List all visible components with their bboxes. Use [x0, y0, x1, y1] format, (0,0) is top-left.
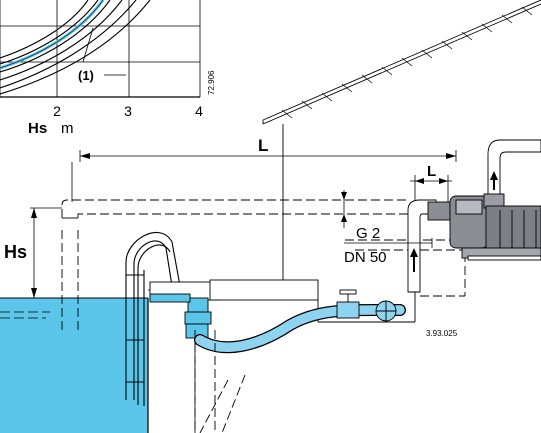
x-tick-3: 3: [124, 103, 132, 119]
chart-curves: [0, 0, 151, 95]
dimension-L-small: [410, 175, 452, 202]
skimmer: [149, 279, 319, 339]
return-pipe: [487, 139, 541, 197]
suction-head-chart: (1) 72.906 2 3 4 Hs m: [0, 0, 216, 137]
drawing-code: 3.93.025: [426, 329, 458, 338]
x-tick-2: 2: [53, 103, 61, 119]
x-tick-4: 4: [195, 103, 203, 119]
flow-arrow: [410, 248, 418, 272]
curve-leader-line: [82, 27, 94, 63]
x-axis-variable: Hs: [28, 120, 47, 137]
dimension-L: [71, 150, 457, 202]
dimension-Hs: [30, 207, 62, 298]
valve: [336, 289, 397, 322]
chart-grid: [0, 0, 201, 98]
label-L-small: L: [427, 163, 436, 180]
suction-hose: [195, 305, 405, 352]
pool-water: [0, 298, 148, 433]
highlighted-curve-outline: [0, 0, 104, 69]
return-flow-arrow: [490, 171, 498, 190]
curve-label: (1): [78, 68, 94, 83]
x-axis-unit: m: [61, 120, 74, 137]
chart-code: 72.906: [207, 70, 216, 95]
pool-ladder: [125, 231, 181, 406]
pipe-size-dimension: [341, 190, 433, 248]
pump: [427, 193, 541, 261]
label-Hs: Hs: [4, 242, 27, 262]
dashed-pipe-route: [61, 199, 466, 433]
pool: [0, 289, 196, 433]
building-roof: [262, 0, 541, 283]
label-L-main: L: [258, 136, 268, 155]
label-G2: G 2: [356, 225, 380, 242]
label-DN50: DN 50: [344, 249, 387, 266]
